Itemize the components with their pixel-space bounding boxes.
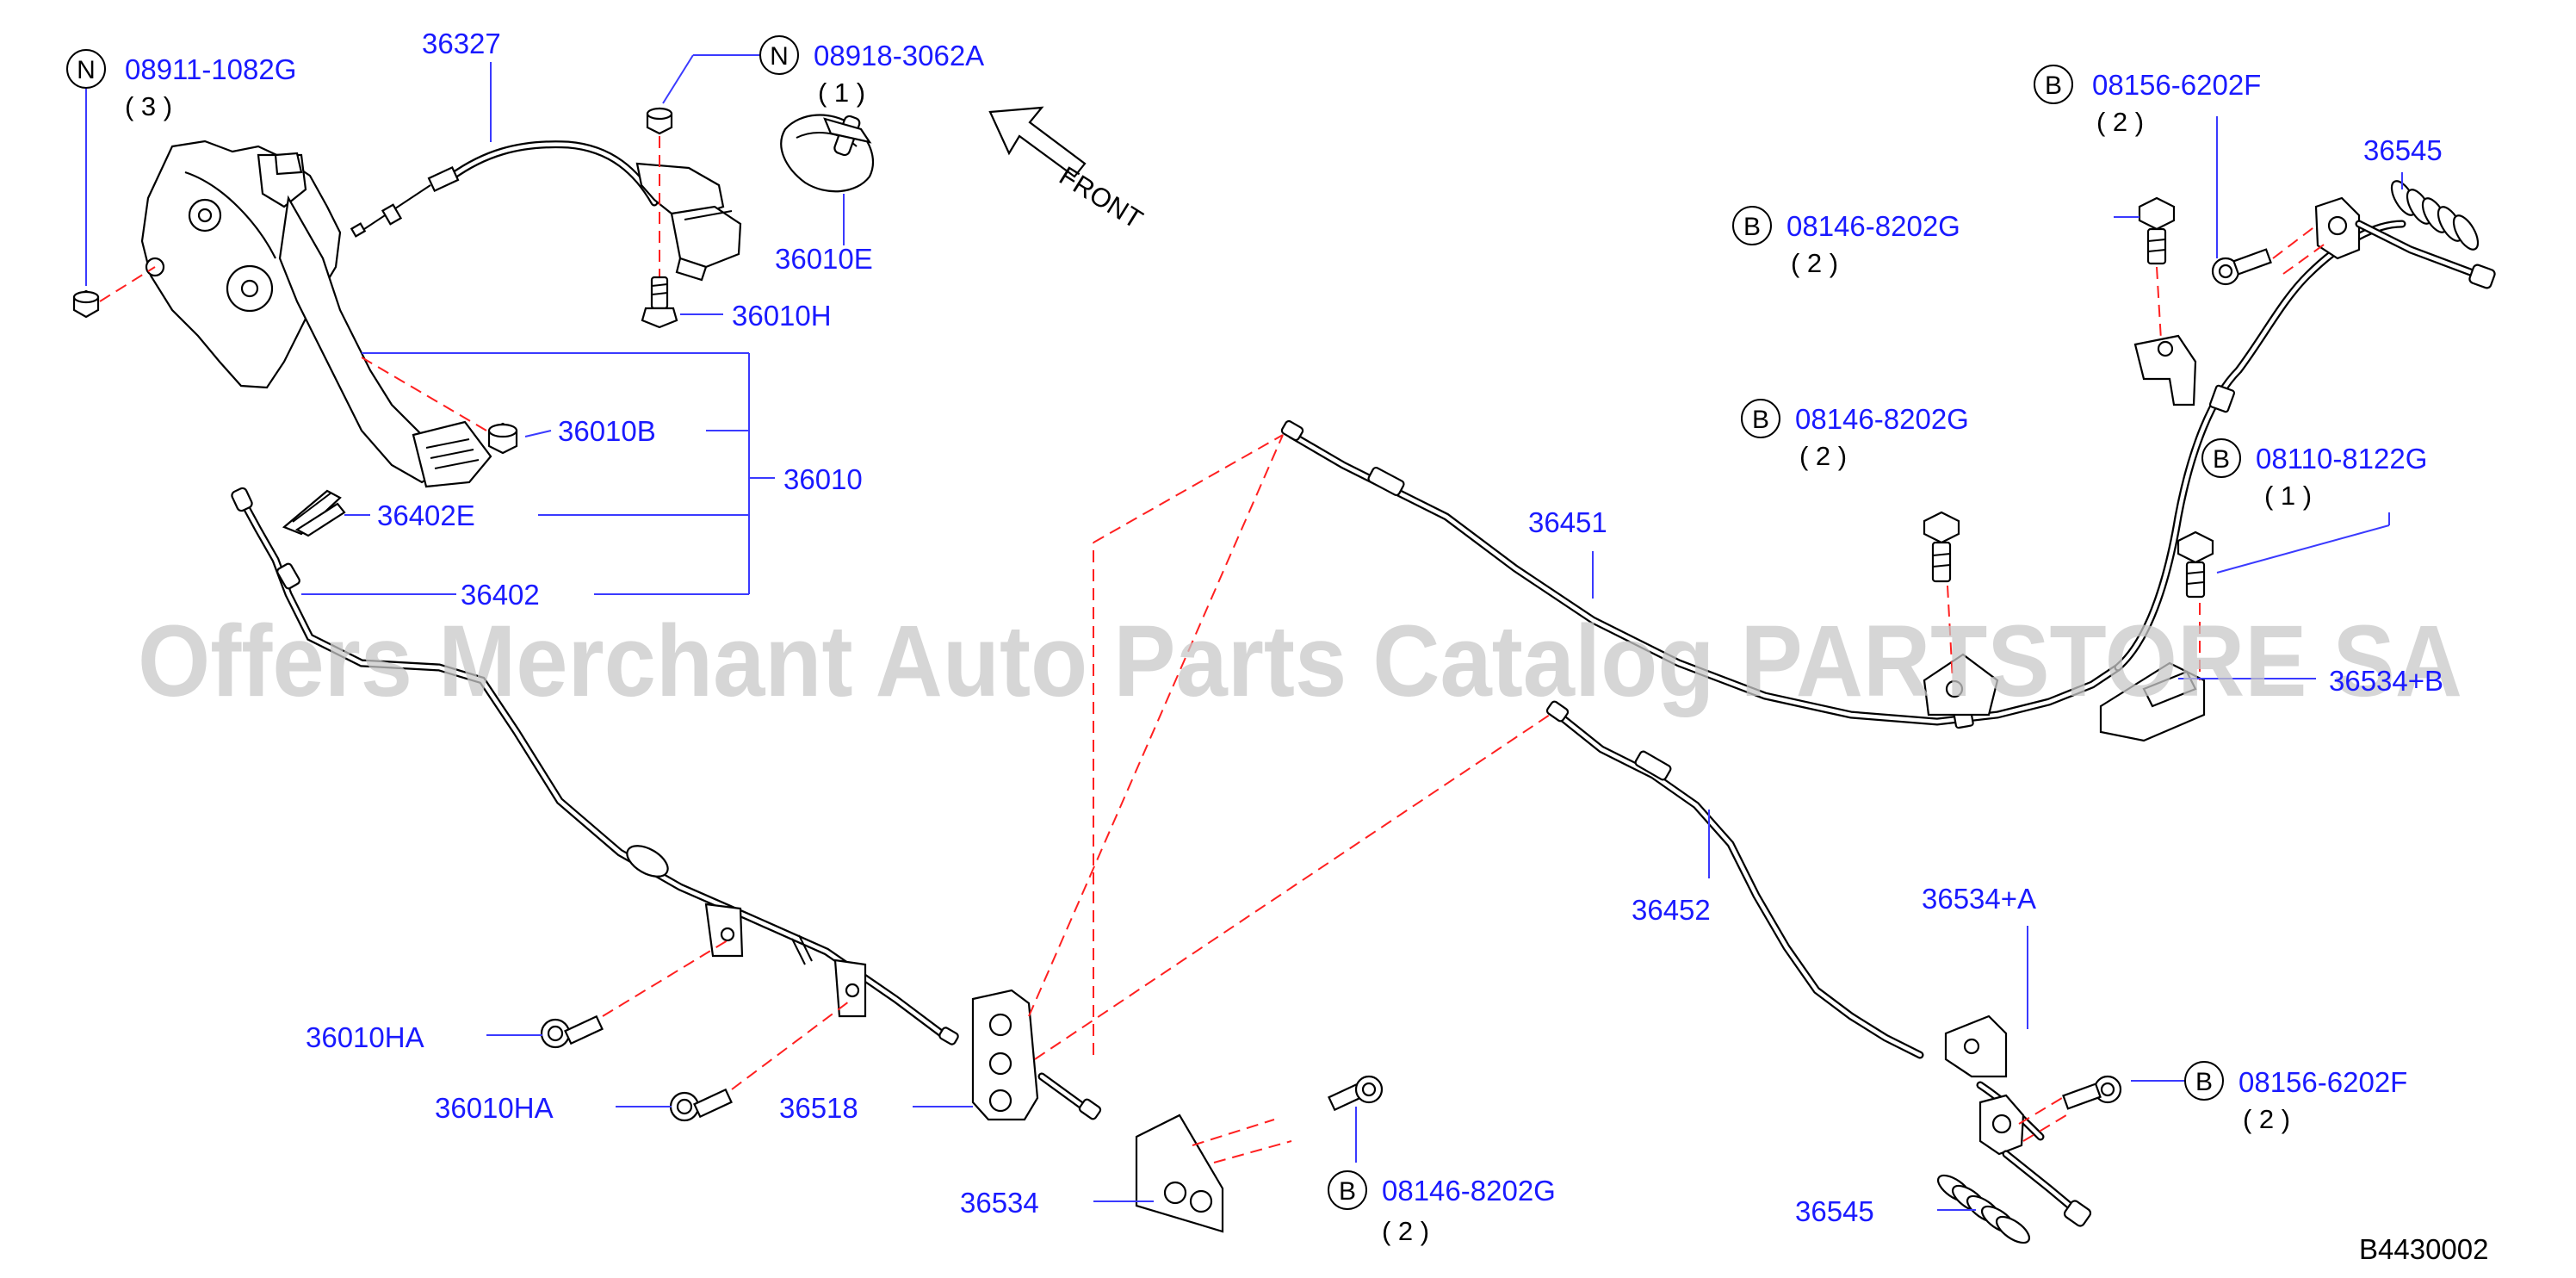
label-36010HA-1: 36010HA	[306, 1021, 424, 1053]
front-label: FRONT	[1054, 160, 1148, 234]
front-cable-36402	[231, 487, 959, 1045]
label-36010H: 36010H	[732, 300, 832, 332]
qty-08146-8202G-mid: ( 2 )	[1799, 441, 1847, 471]
qty-08918-3062A: ( 1 )	[818, 78, 865, 108]
svg-text:B: B	[2045, 71, 2062, 100]
label-36010: 36010	[783, 463, 863, 495]
pedal-assembly-36010	[140, 140, 492, 488]
label-36545-top: 36545	[2363, 134, 2443, 166]
bracket-36327	[635, 162, 742, 282]
bolt-36010HA-1	[540, 1014, 604, 1049]
label-36545-bottom: 36545	[1795, 1195, 1874, 1227]
bracket-36534	[1135, 1114, 1224, 1233]
cable-36327	[350, 140, 659, 238]
svg-text:B: B	[2213, 445, 2230, 474]
spring-36545-bottom	[1936, 1174, 2031, 1244]
front-arrow-icon	[988, 106, 1087, 178]
qty-08156-6202F-top: ( 2 )	[2096, 107, 2144, 137]
marker-b-08146-mid: B	[1741, 399, 1780, 438]
label-36402E: 36402E	[377, 499, 475, 531]
label-08156-6202F-top: 08156-6202F	[2092, 69, 2261, 101]
bolt-08156-bottom	[2062, 1075, 2122, 1110]
label-08110-8122G: 08110-8122G	[2256, 443, 2427, 475]
marker-n-08918: N	[759, 35, 799, 75]
marker-b-08146-bottom: B	[1328, 1170, 1367, 1210]
nut-36010B	[487, 422, 518, 455]
label-36402: 36402	[461, 579, 540, 611]
svg-text:B: B	[2195, 1068, 2213, 1096]
qty-08146-8202G-bottom: ( 2 )	[1382, 1216, 1429, 1246]
nut-08911	[72, 289, 100, 319]
marker-b-08110: B	[2201, 438, 2241, 478]
diagram-reference-code: B4430002	[2359, 1233, 2488, 1265]
watermark: Offers Merchant Auto Parts Catalog PARTS…	[138, 605, 2462, 718]
label-08146-8202G-bottom: 08146-8202G	[1382, 1175, 1556, 1207]
clip-36010E	[780, 114, 874, 193]
svg-text:B: B	[1752, 406, 1769, 434]
flange-top	[2314, 196, 2361, 260]
label-08146-8202G-top: 08146-8202G	[1786, 210, 1960, 242]
label-36451: 36451	[1528, 506, 1607, 538]
leader-lines	[85, 54, 2403, 1211]
label-36010HA-2: 36010HA	[435, 1092, 554, 1124]
marker-b-08156-bottom: B	[2184, 1061, 2224, 1101]
bracket-36534-A	[1944, 1014, 2008, 1078]
marker-b-08156-top: B	[2034, 65, 2073, 104]
bolt-36010HA-2	[669, 1088, 733, 1122]
label-36534: 36534	[960, 1187, 1039, 1219]
label-08911-1082G: 08911-1082G	[125, 53, 296, 85]
label-08156-6202F-bottom: 08156-6202F	[2239, 1066, 2407, 1098]
svg-text:N: N	[77, 56, 96, 84]
bracket-36534-B	[1923, 653, 2206, 742]
label-36534-A: 36534+A	[1922, 883, 2036, 915]
label-36010E: 36010E	[775, 243, 873, 275]
label-36534-B: 36534+B	[2329, 665, 2443, 697]
clip-36402E	[282, 489, 346, 537]
bracket-top-right	[2133, 334, 2197, 406]
cable-end-bottom	[2002, 1150, 2092, 1227]
bolt-08156-top	[2211, 248, 2272, 286]
label-36452: 36452	[1632, 894, 1711, 926]
spring-36545-top	[2390, 180, 2480, 251]
svg-text:B: B	[1743, 213, 1761, 241]
qty-08146-8202G-top: ( 2 )	[1791, 248, 1838, 278]
svg-text:B: B	[1339, 1177, 1356, 1206]
cable-end-top	[2355, 220, 2496, 289]
marker-n-08911: N	[66, 49, 106, 89]
label-08918-3062A: 08918-3062A	[814, 40, 984, 71]
label-36518: 36518	[779, 1092, 858, 1124]
label-36327: 36327	[422, 28, 501, 59]
label-08146-8202G-mid: 08146-8202G	[1795, 403, 1969, 435]
svg-text:N: N	[770, 42, 789, 71]
nut-08918	[646, 107, 673, 135]
marker-b-08146-top: B	[1732, 206, 1772, 245]
equalizer-36518	[971, 989, 1102, 1121]
bolt-36010H	[641, 276, 678, 329]
qty-08156-6202F-bottom: ( 2 )	[2243, 1104, 2290, 1134]
bolt-08146-top	[2138, 196, 2176, 265]
qty-08911-1082G: ( 3 )	[125, 91, 172, 121]
label-36010B: 36010B	[558, 415, 656, 447]
qty-08110-8122G: ( 1 )	[2264, 481, 2312, 511]
bolt-08146-mid	[1923, 511, 1960, 583]
bolt-08146-bottom	[1328, 1075, 1384, 1112]
rear-cable-36452	[1545, 700, 2045, 1141]
bolt-08110	[2177, 530, 2214, 599]
flange-bottom	[1978, 1094, 2025, 1156]
